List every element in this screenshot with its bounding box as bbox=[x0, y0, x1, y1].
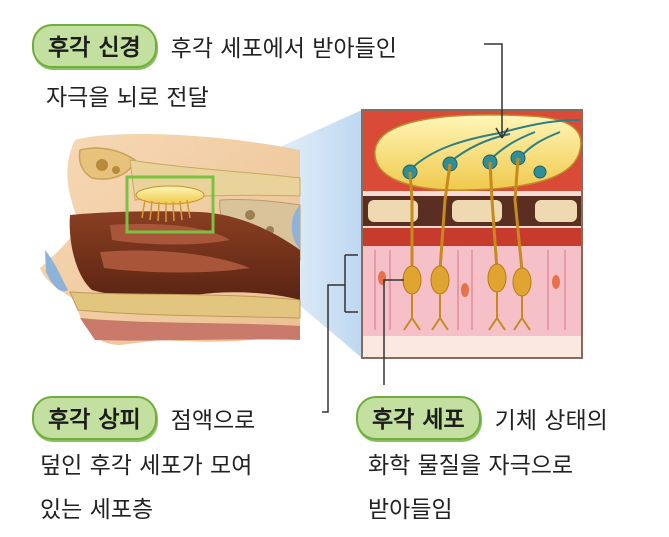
desc-olfactory-nerve-line2: 자극을 뇌로 전달 bbox=[46, 85, 209, 111]
head-cross-section bbox=[40, 134, 301, 345]
desc-olfactory-epithelium-line1: 점액으로 bbox=[170, 408, 256, 434]
desc-olfactory-cell-line2: 화학 물질을 자극으로 bbox=[368, 453, 574, 479]
badge-olfactory-cell: 후각 세포 bbox=[356, 396, 481, 440]
desc-olfactory-cell-line1: 기체 상태의 bbox=[494, 408, 608, 434]
leader-lines bbox=[322, 43, 509, 413]
magnified-panel bbox=[361, 109, 583, 359]
label-olfactory-epithelium: 후각 상피 점액으로 bbox=[32, 396, 255, 440]
desc-olfactory-epithelium-line3: 있는 세포층 bbox=[40, 497, 154, 523]
desc-olfactory-cell-line3: 받아들임 bbox=[368, 497, 453, 523]
desc-olfactory-nerve-line1: 후각 세포에서 받아들인 bbox=[170, 36, 397, 62]
olfactory-region-box bbox=[125, 175, 215, 234]
label-olfactory-nerve: 후각 신경 후각 세포에서 받아들인 bbox=[32, 24, 397, 68]
badge-olfactory-nerve: 후각 신경 bbox=[32, 24, 157, 68]
desc-olfactory-epithelium-line2: 덮인 후각 세포가 모여 bbox=[40, 453, 253, 479]
label-olfactory-cell: 후각 세포 기체 상태의 bbox=[356, 396, 608, 440]
badge-olfactory-epithelium: 후각 상피 bbox=[32, 396, 157, 440]
